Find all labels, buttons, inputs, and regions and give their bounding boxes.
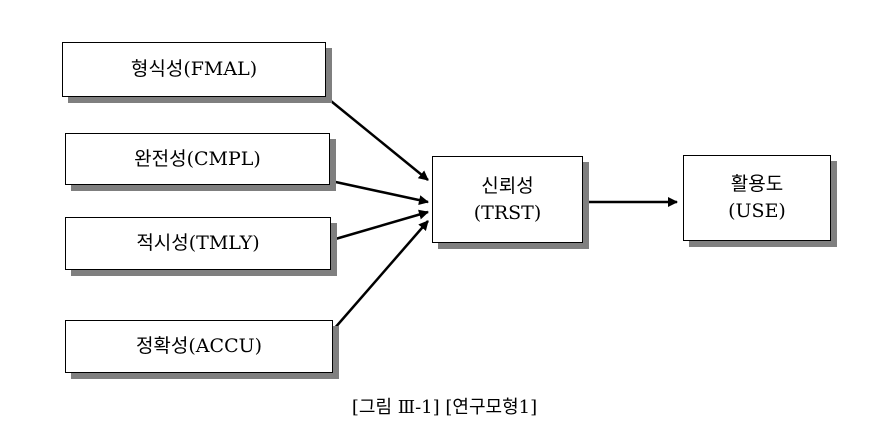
node-tmly: 적시성(TMLY) [65, 217, 331, 270]
node-use: 활용도 (USE) [683, 155, 831, 241]
node-use-sublabel: (USE) [728, 200, 786, 222]
node-accu-label: 정확성(ACCU) [135, 335, 263, 357]
node-use-label: 활용도 [730, 173, 784, 195]
node-trst-label: 신뢰성 [481, 174, 534, 197]
edge-tmly-to-trst [331, 209, 429, 242]
edge-fmal-to-trst [325, 96, 429, 181]
node-cmpl-label: 완전성(CMPL) [134, 147, 261, 170]
node-trst-sublabel: (TRST) [473, 201, 542, 224]
node-accu: 정확성(ACCU) [65, 320, 333, 373]
edge-cmpl-to-trst [330, 179, 429, 205]
node-fmal-label: 형식성(FMAL) [130, 58, 258, 80]
node-fmal: 형식성(FMAL) [62, 42, 326, 97]
node-tmly-label: 적시성(TMLY) [136, 232, 260, 254]
node-cmpl: 완전성(CMPL) [65, 133, 330, 185]
figure-caption: [그림 Ⅲ-1] [연구모형1] [351, 397, 538, 418]
edge-accu-to-trst [333, 220, 429, 330]
node-trst: 신뢰성 (TRST) [432, 156, 583, 243]
